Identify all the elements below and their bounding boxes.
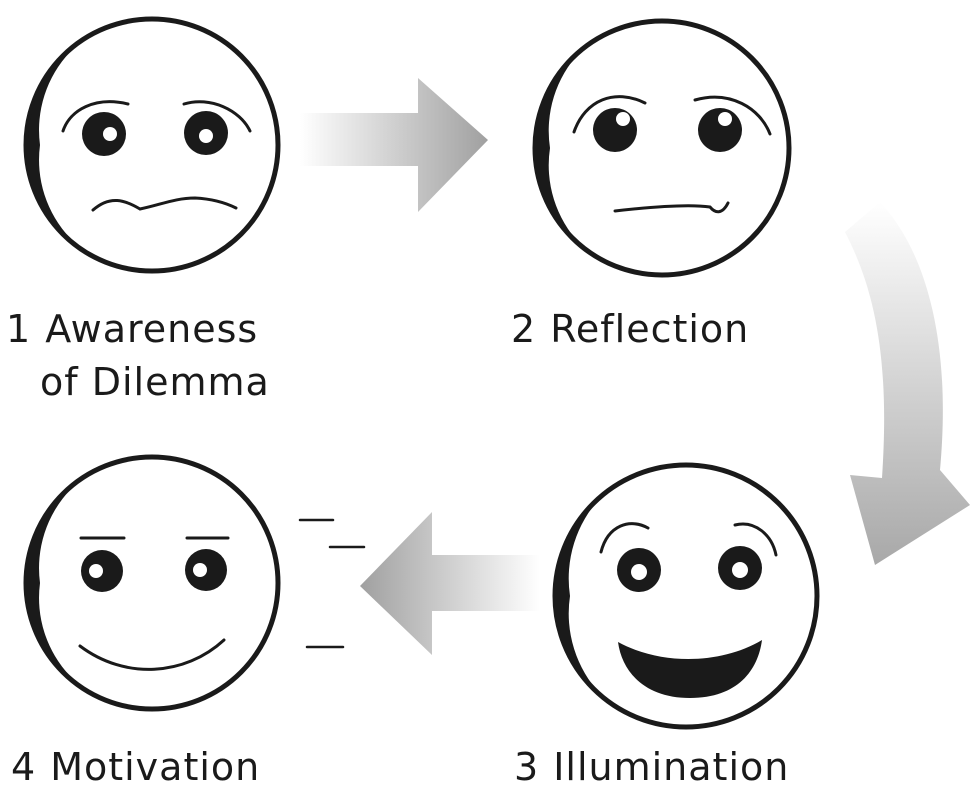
determined-face-icon [23,454,281,712]
stage-4-title: Motivation [50,745,261,789]
stage-2-title: Reflection [550,307,750,351]
stage-1-title: Awareness [45,307,259,351]
stage-3-number: 3 [514,745,540,789]
stage-3-title: Illumination [553,745,790,789]
stage-1-number: 1 [6,307,32,351]
stage-3-label: 3 Illumination [514,742,789,792]
stage-2-number: 2 [511,307,537,351]
stage-4-number: 4 [11,745,37,789]
pondering-face-icon [532,18,792,278]
stage-1-label: 1 Awareness [6,304,258,354]
arrow-awareness-to-reflection [300,78,488,212]
arrow-illumination-to-motivation [360,512,540,655]
stage-2-label: 2 Reflection [511,304,749,354]
arrow-reflection-to-illumination [845,202,970,565]
stage-1-title-line2: of Dilemma [40,360,270,404]
stage-4-label: 4 Motivation [11,742,260,792]
worried-face-icon [23,16,281,274]
delighted-face-icon [552,462,820,730]
speed-lines-icon [298,518,366,649]
